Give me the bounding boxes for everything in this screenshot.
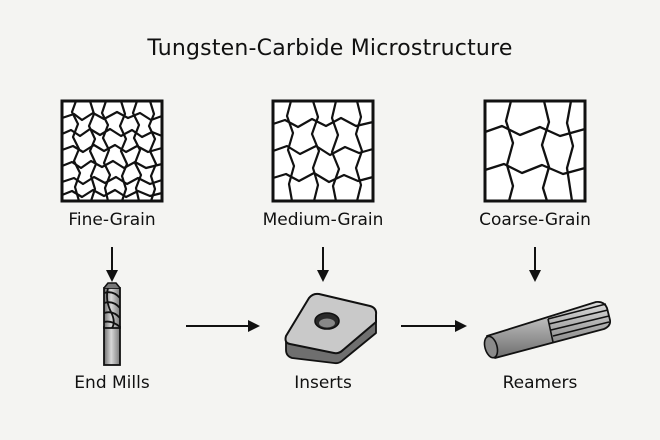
coarse-grain-microstructure bbox=[483, 99, 587, 203]
insert-icon bbox=[284, 292, 378, 365]
end-mill-icon bbox=[103, 282, 121, 366]
tool-label-inserts: Inserts bbox=[294, 373, 352, 393]
right-arrow-1 bbox=[186, 320, 260, 332]
grain-label-coarse: Coarse-Grain bbox=[479, 210, 591, 230]
grain-label-fine: Fine-Grain bbox=[68, 210, 156, 230]
fine-grain-microstructure bbox=[60, 99, 164, 203]
right-arrow-2 bbox=[401, 320, 467, 332]
down-arrow-medium bbox=[317, 247, 329, 282]
grain-label-medium: Medium-Grain bbox=[262, 210, 384, 230]
medium-grain-microstructure bbox=[271, 99, 375, 203]
diagram-title: Tungsten-Carbide Microstructure bbox=[147, 36, 513, 61]
tool-label-reamers: Reamers bbox=[502, 373, 578, 393]
down-arrow-fine bbox=[106, 247, 118, 282]
tool-label-end-mills: End Mills bbox=[74, 373, 150, 393]
down-arrow-coarse bbox=[529, 247, 541, 282]
reamer-icon bbox=[483, 300, 612, 359]
